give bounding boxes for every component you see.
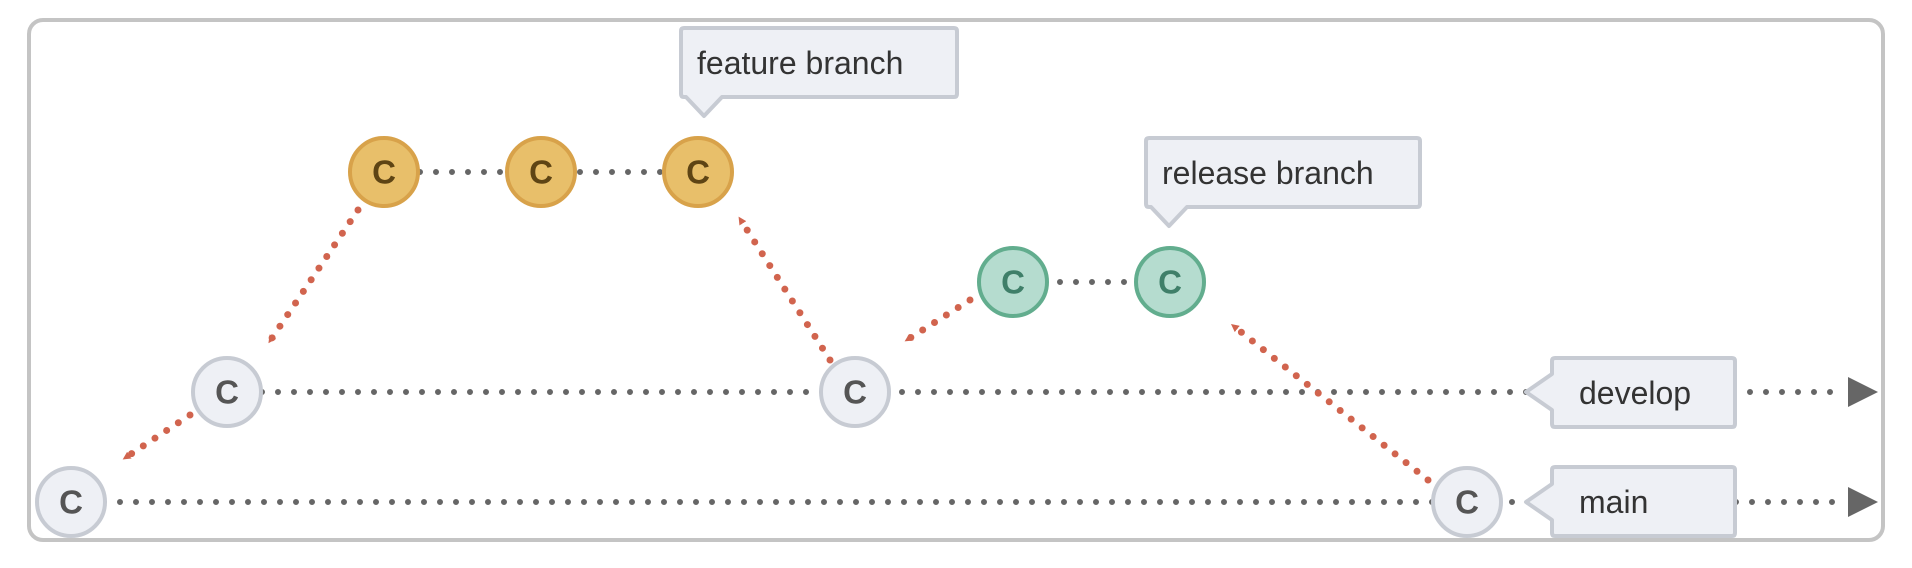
commit-label: C bbox=[843, 374, 867, 411]
develop-arrowhead-icon bbox=[1848, 377, 1878, 407]
commit-label: C bbox=[686, 154, 710, 191]
merge-arrows bbox=[122, 206, 1432, 484]
commit-release-2: C bbox=[1134, 246, 1206, 318]
branch-lines bbox=[101, 169, 1848, 505]
commit-label: C bbox=[1158, 264, 1182, 301]
release-branch-label: release branch bbox=[1162, 155, 1374, 191]
arrow-develop-to-main bbox=[122, 411, 194, 460]
commit-label: C bbox=[215, 374, 239, 411]
arrow-develop-to-feature bbox=[738, 216, 834, 364]
commit-main-2: C bbox=[1431, 466, 1503, 538]
commit-release-1: C bbox=[977, 246, 1049, 318]
feature-branch-callout: feature branch bbox=[679, 26, 959, 118]
callout-box bbox=[679, 26, 959, 118]
commit-label: C bbox=[1001, 264, 1025, 301]
commit-develop-1: C bbox=[191, 356, 263, 428]
arrow-main-to-release bbox=[1230, 324, 1432, 484]
develop-label: develop bbox=[1579, 375, 1691, 411]
main-callout: main bbox=[1524, 465, 1737, 538]
commit-feature-2: C bbox=[505, 136, 577, 208]
callout-box bbox=[1524, 356, 1737, 429]
feature-branch-label: feature branch bbox=[697, 45, 903, 81]
commit-label: C bbox=[372, 154, 396, 191]
commit-label: C bbox=[59, 484, 83, 521]
main-arrowhead-icon bbox=[1848, 487, 1878, 517]
commit-feature-1: C bbox=[348, 136, 420, 208]
callout-box bbox=[1524, 465, 1737, 538]
develop-callout: develop bbox=[1524, 356, 1737, 429]
commit-label: C bbox=[1455, 484, 1479, 521]
commit-main-1: C bbox=[35, 466, 107, 538]
arrow-release-to-develop bbox=[904, 296, 974, 342]
main-label: main bbox=[1579, 484, 1648, 520]
commit-feature-3: C bbox=[662, 136, 734, 208]
commit-develop-2: C bbox=[819, 356, 891, 428]
commit-label: C bbox=[529, 154, 553, 191]
callout-box bbox=[1144, 136, 1422, 228]
release-branch-callout: release branch bbox=[1144, 136, 1422, 228]
arrow-feature-to-develop bbox=[268, 206, 362, 344]
